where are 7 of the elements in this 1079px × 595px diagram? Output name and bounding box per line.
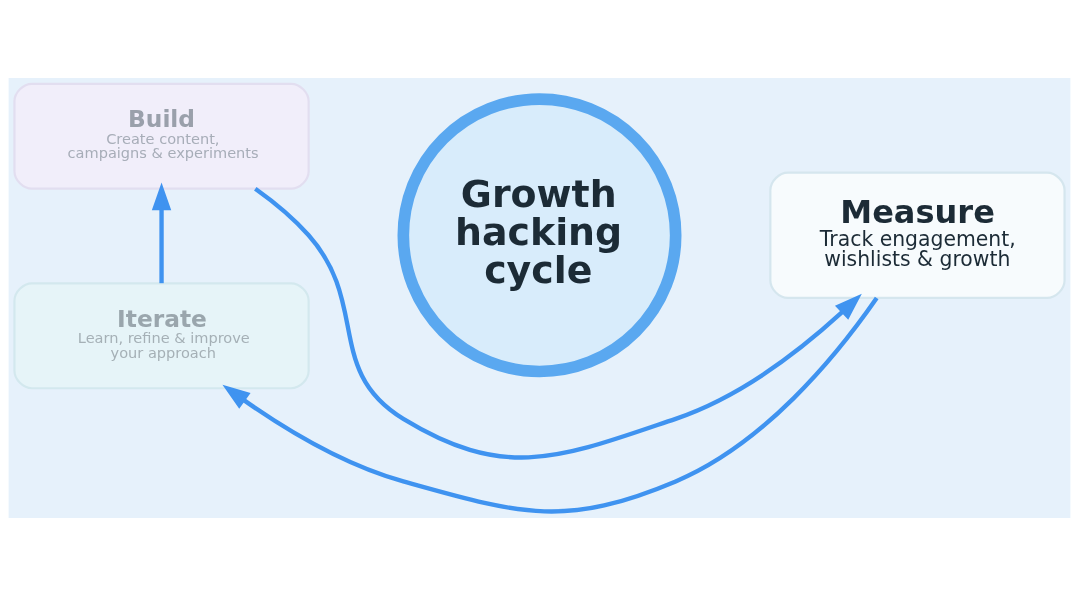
arrow: [254, 186, 862, 460]
node-box: Measure Track engagement, wishlists & growth: [769, 171, 1066, 299]
node-box: Iterate Learn, refine & improve your approach: [13, 281, 310, 389]
arrow: [151, 181, 172, 283]
node-circle: Growth hacking cycle: [397, 92, 682, 377]
arrow: [222, 296, 879, 513]
node-box: Build Create content, campaigns & experiments: [13, 82, 310, 190]
